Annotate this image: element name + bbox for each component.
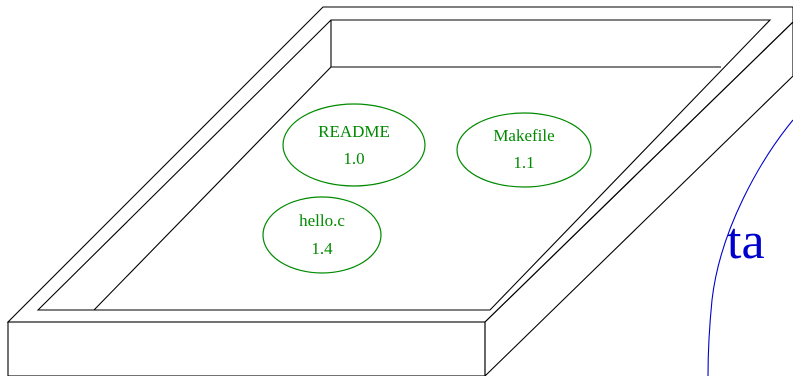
file-ellipse: [262, 196, 382, 274]
file-Makefile: Makefile 1.1: [456, 112, 592, 188]
tray-inner-opening: [36, 19, 772, 311]
tag-ellipse-arc: [707, 119, 793, 376]
tray-right-face: [484, 21, 793, 376]
file-revision: 1.1: [513, 153, 534, 172]
file-name: hello.c: [299, 211, 345, 230]
file-name: Makefile: [493, 126, 554, 145]
sandbox-tray: [6, 6, 793, 376]
file-README: README 1.0: [282, 103, 426, 187]
tag-ellipse-group: ta: [707, 119, 793, 376]
file-revision: 1.0: [343, 149, 364, 168]
file-ellipse: [282, 103, 426, 187]
file-hello-c: hello.c 1.4: [262, 196, 382, 274]
tag-label: ta: [727, 213, 765, 270]
tray-inner-left-wall: [93, 66, 332, 311]
file-name: README: [318, 122, 390, 141]
tray-front-face: [7, 321, 486, 376]
file-ellipse: [456, 112, 592, 188]
file-revision: 1.4: [311, 239, 333, 258]
tray-inner-back-wall: [330, 20, 721, 68]
